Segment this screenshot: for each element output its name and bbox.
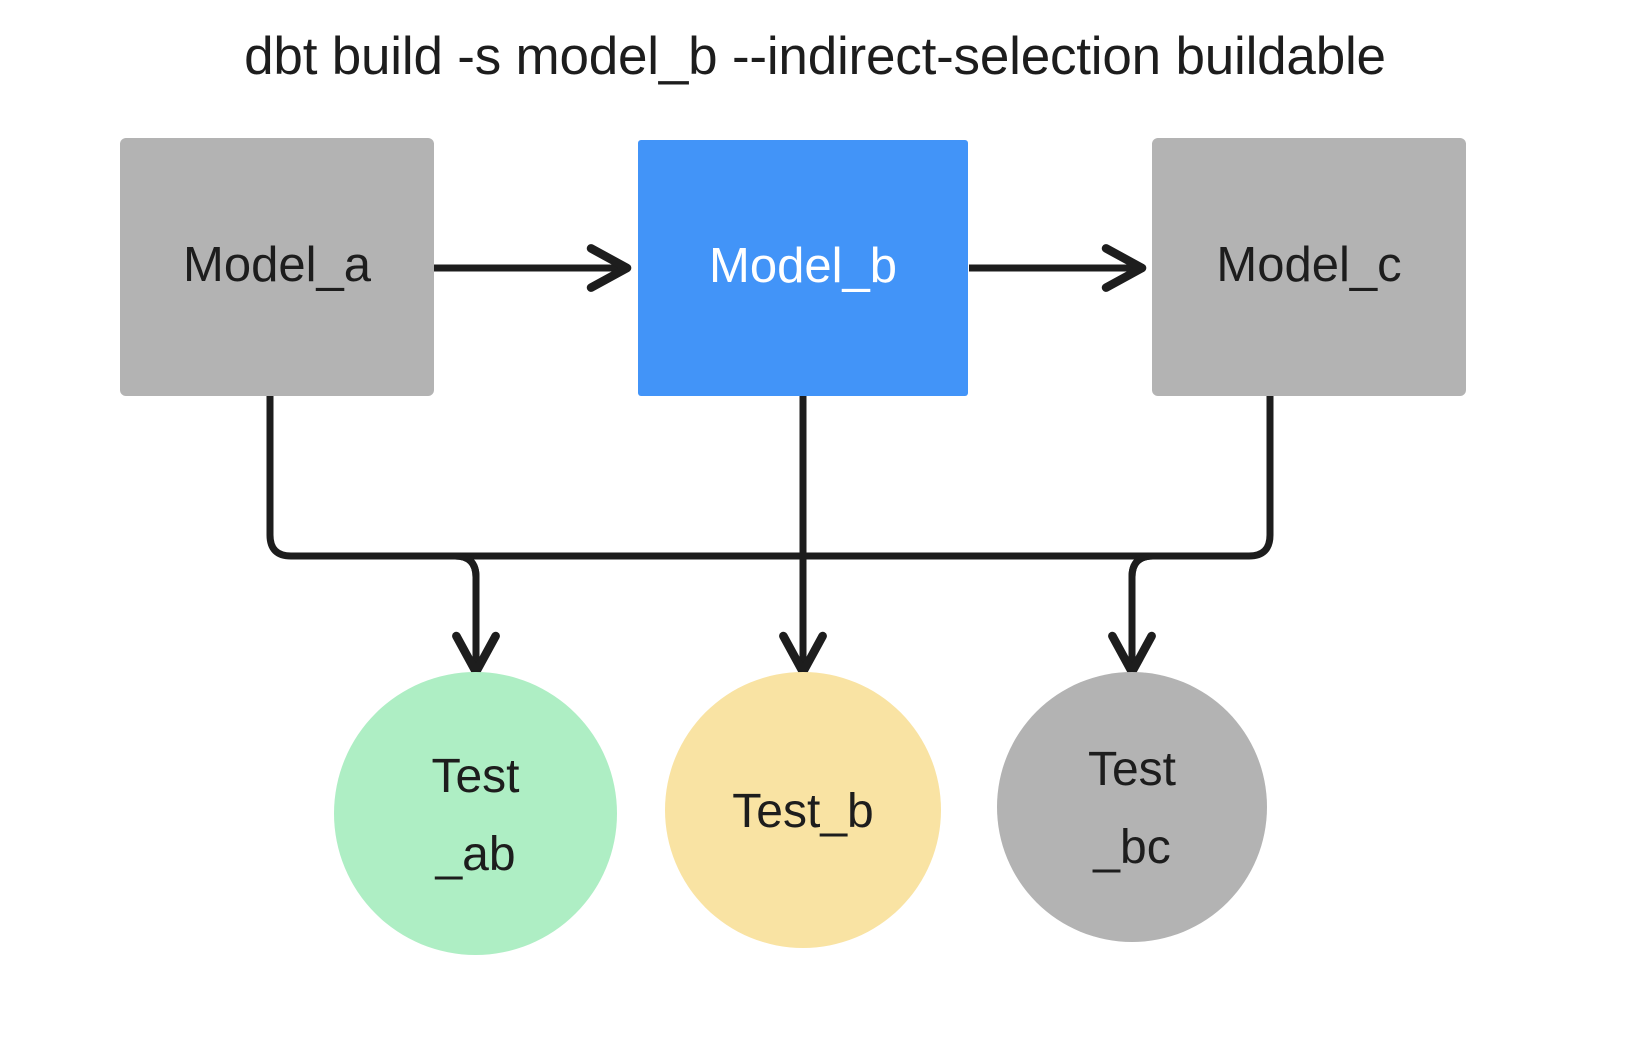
node-test-bc-label: Test _bc: [1087, 743, 1177, 874]
node-model-b[interactable]: Model_b: [638, 140, 968, 396]
node-test-b[interactable]: Test_b: [665, 672, 941, 948]
node-test-ab[interactable]: Test _ab: [334, 672, 617, 955]
node-test-ab-label: Test _ab: [431, 749, 520, 881]
diagram-title: dbt build -s model_b --indirect-selectio…: [244, 27, 1386, 86]
node-test-b-label: Test_b: [732, 785, 874, 839]
edge-joint-test-ab-left: [454, 552, 480, 578]
node-model-c-label: Model_c: [1216, 237, 1402, 292]
node-model-a[interactable]: Model_a: [120, 138, 434, 396]
node-model-b-label: Model_b: [709, 238, 897, 293]
node-test-bc[interactable]: Test _bc: [997, 672, 1267, 942]
edge-joint-test-bc-right: [1128, 552, 1154, 578]
node-model-c[interactable]: Model_c: [1152, 138, 1466, 396]
edge-model-a-trunk: [266, 396, 1274, 560]
node-model-a-label: Model_a: [183, 237, 371, 292]
